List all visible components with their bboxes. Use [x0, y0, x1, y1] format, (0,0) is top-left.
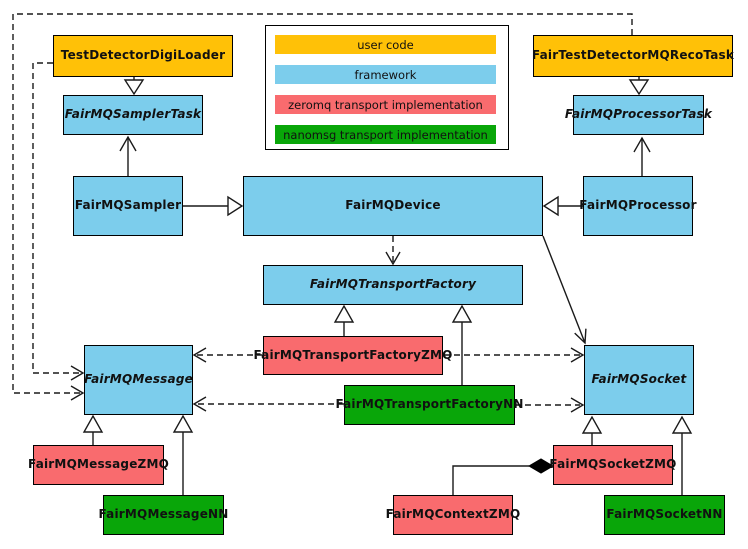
edge-tfnn-to-message	[192, 396, 344, 412]
edge-sockzmq-contextzmq-composition	[452, 458, 554, 495]
legend: user code framework zeromq transport imp…	[265, 25, 509, 150]
node-fairmqtransportfactory: FairMQTransportFactory	[263, 265, 523, 305]
edge-msgnn-to-message	[172, 414, 194, 495]
edge-msgzmq-to-message	[82, 414, 104, 445]
edge-recotask-to-message	[12, 13, 633, 401]
edge-sockzmq-to-socket	[581, 415, 603, 445]
legend-item-zeromq: zeromq transport implementation	[275, 95, 496, 114]
legend-item-framework: framework	[275, 65, 496, 84]
edge-recotask-to-processortask	[628, 77, 650, 96]
node-fairmqsocketnn: FairMQSocketNN	[604, 495, 725, 535]
node-fairmqsocketzmq: FairMQSocketZMQ	[549, 445, 676, 485]
edge-sampler-to-device	[183, 195, 244, 217]
edge-tfzmq-to-transportfactory	[333, 304, 355, 336]
node-fairmqtransportfactorynn: FairMQTransportFactoryNN	[335, 385, 523, 425]
edge-digiloader-to-samplertask	[123, 77, 145, 96]
legend-item-nanomsg: nanomsg transport implementation	[275, 125, 496, 144]
edge-device-to-transportfactory	[385, 236, 401, 266]
edge-device-to-socket	[542, 235, 587, 345]
node-fairmqtransportfactoryzmq: FairMQTransportFactoryZMQ	[253, 336, 452, 375]
edge-digiloader-to-message	[32, 62, 85, 381]
edge-processor-to-processortask	[633, 136, 651, 176]
node-fairmqdevice: FairMQDevice	[243, 176, 543, 236]
edge-processor-to-device	[542, 195, 583, 217]
edge-socknn-to-socket	[671, 415, 693, 495]
node-testdetectordigiloader: TestDetectorDigiLoader	[53, 35, 233, 77]
node-fairmqsampler: FairMQSampler	[73, 176, 183, 236]
edge-tfzmq-to-message	[192, 347, 263, 363]
node-fairmqsocket: FairMQSocket	[584, 345, 694, 415]
legend-item-user-code: user code	[275, 35, 496, 54]
node-fairmqprocessor: FairMQProcessor	[579, 176, 697, 236]
edge-sampler-to-samplertask	[119, 135, 137, 176]
node-fairmqmessagezmq: FairMQMessageZMQ	[28, 445, 169, 485]
node-fairmqmessagenn: FairMQMessageNN	[98, 495, 228, 535]
node-fairmqsamplertask: FairMQSamplerTask	[63, 95, 203, 135]
edge-tfnn-to-socket	[515, 397, 585, 413]
node-fairmqcontextzmq: FairMQContextZMQ	[386, 495, 520, 535]
node-fairmqmessage: FairMQMessage	[84, 345, 193, 415]
edge-tfnn-to-transportfactory	[451, 304, 473, 385]
node-fairmqprocessortask: FairMQProcessorTask	[565, 95, 712, 135]
node-fairtestdetectormqrecotask: FairTestDetectorMQRecoTask	[532, 35, 734, 77]
edge-tfzmq-to-socket	[444, 347, 585, 363]
